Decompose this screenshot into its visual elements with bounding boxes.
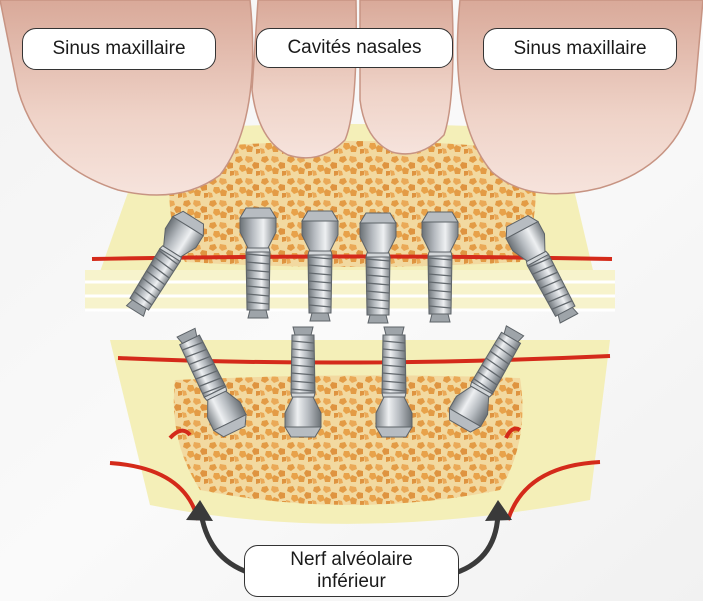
label-text-line2: inférieur bbox=[317, 571, 386, 593]
label-cavites-nasales: Cavités nasales bbox=[256, 28, 453, 68]
label-sinus-maxillaire-right: Sinus maxillaire bbox=[483, 28, 677, 70]
label-text-line1: Nerf alvéolaire bbox=[290, 549, 413, 571]
label-text: Sinus maxillaire bbox=[513, 38, 646, 60]
nasal-cavity-right bbox=[360, 0, 453, 154]
label-text: Cavités nasales bbox=[287, 37, 421, 59]
label-text: Sinus maxillaire bbox=[52, 38, 185, 60]
label-nerf-alveolaire: Nerf alvéolaire inférieur bbox=[244, 545, 459, 597]
label-sinus-maxillaire-left: Sinus maxillaire bbox=[22, 28, 216, 70]
nasal-cavity-left bbox=[252, 0, 356, 158]
